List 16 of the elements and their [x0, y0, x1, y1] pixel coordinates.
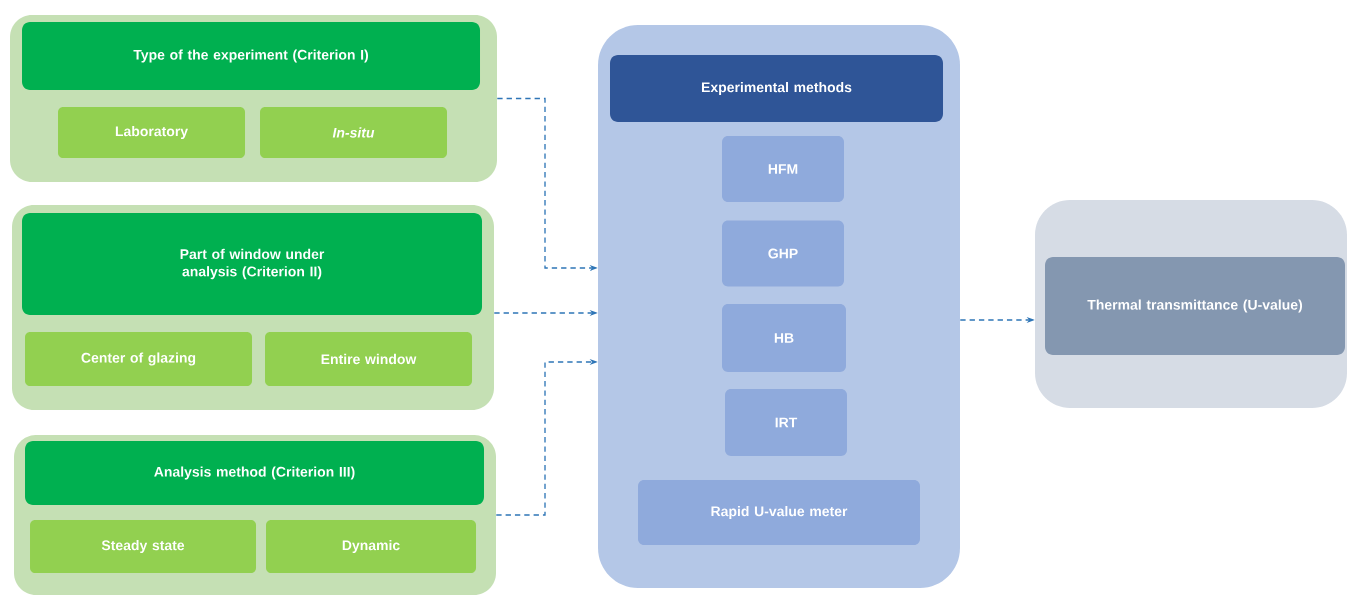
result-box: Thermal transmittance (U-value) — [1045, 257, 1345, 355]
option-box: Dynamic — [266, 520, 476, 573]
method-box: HFM — [722, 136, 844, 202]
option-box: Laboratory — [58, 107, 245, 158]
header-box: Part of window under analysis (Criterion II) — [22, 213, 482, 315]
option-box: Steady state — [30, 520, 256, 573]
option-box: Center of glazing — [25, 332, 252, 386]
method-box: GHP — [722, 220, 844, 287]
method-box: Rapid U-value meter — [638, 480, 920, 545]
option-box: Entire window — [265, 332, 472, 386]
header-box: Analysis method (Criterion III) — [25, 441, 484, 505]
method-box: HB — [722, 304, 846, 372]
header-box: Experimental methods — [610, 55, 943, 122]
option-box: In-situ — [260, 107, 447, 158]
method-box: IRT — [725, 389, 847, 456]
header-box: Type of the experiment (Criterion I) — [22, 22, 480, 90]
